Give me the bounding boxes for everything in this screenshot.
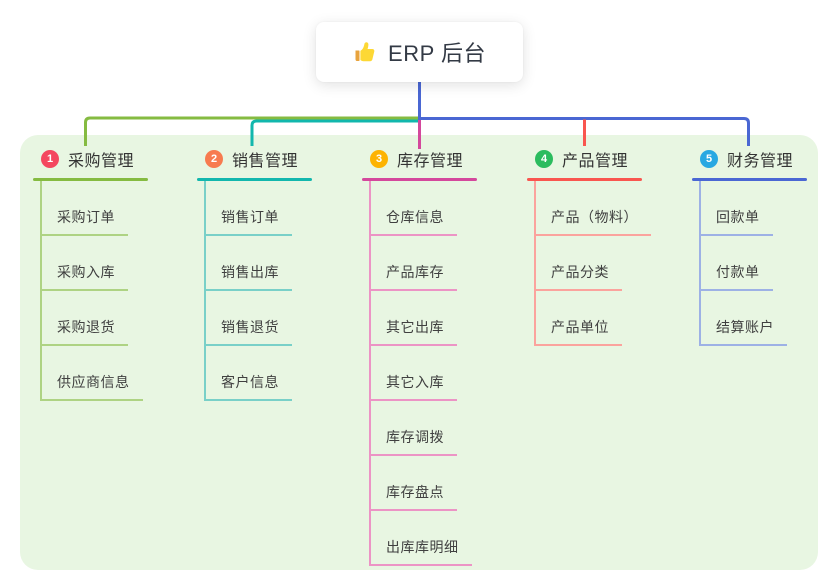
item-label: 销售订单 xyxy=(204,207,292,236)
mindmap-item[interactable]: 销售退货 xyxy=(204,291,361,346)
item-label: 采购退货 xyxy=(40,317,128,346)
mindmap-item[interactable]: 其它出库 xyxy=(369,291,526,346)
branch-column-sales: 2 销售管理 销售订单 销售出库 销售退货 客户信息 xyxy=(197,146,361,401)
branch-header-product[interactable]: 4 产品管理 xyxy=(527,146,691,172)
branch-trunk-line xyxy=(40,181,42,401)
root-label: ERP 后台 xyxy=(388,41,486,66)
branch-number-badge: 2 xyxy=(205,150,223,168)
mindmap-item[interactable]: 产品库存 xyxy=(369,236,526,291)
root-node[interactable]: ERP 后台 xyxy=(316,22,523,82)
mindmap-item[interactable]: 销售出库 xyxy=(204,236,361,291)
branch-number-badge: 4 xyxy=(535,150,553,168)
mindmap-item[interactable]: 客户信息 xyxy=(204,346,361,401)
mindmap-item[interactable]: 采购订单 xyxy=(40,181,197,236)
item-label: 库存调拨 xyxy=(369,427,457,456)
branch-label: 销售管理 xyxy=(232,153,299,170)
item-label: 销售退货 xyxy=(204,317,292,346)
branch-header-finance[interactable]: 5 财务管理 xyxy=(692,146,839,172)
mindmap-item[interactable]: 结算账户 xyxy=(699,291,839,346)
branch-label: 库存管理 xyxy=(397,153,464,170)
branch-items: 采购订单 采购入库 采购退货 供应商信息 xyxy=(40,181,197,401)
branches-panel xyxy=(20,135,818,570)
mindmap-item[interactable]: 产品单位 xyxy=(534,291,691,346)
branch-column-inventory: 3 库存管理 仓库信息 产品库存 其它出库 其它入库 库存调拨 库存盘点 出库库… xyxy=(362,146,526,566)
branch-items: 仓库信息 产品库存 其它出库 其它入库 库存调拨 库存盘点 出库库明细 xyxy=(369,181,526,566)
item-label: 其它出库 xyxy=(369,317,457,346)
item-label: 出库库明细 xyxy=(369,537,472,566)
item-label: 采购入库 xyxy=(40,262,128,291)
branch-trunk-line xyxy=(204,181,206,401)
branch-header-inventory[interactable]: 3 库存管理 xyxy=(362,146,526,172)
mindmap-item[interactable]: 销售订单 xyxy=(204,181,361,236)
item-label: 仓库信息 xyxy=(369,207,457,236)
mindmap-item[interactable]: 付款单 xyxy=(699,236,839,291)
branch-header-sales[interactable]: 2 销售管理 xyxy=(197,146,361,172)
branch-items: 产品（物料） 产品分类 产品单位 xyxy=(534,181,691,346)
mindmap-item[interactable]: 其它入库 xyxy=(369,346,526,401)
mindmap-item[interactable]: 仓库信息 xyxy=(369,181,526,236)
thumbs-up-icon xyxy=(353,40,377,64)
mindmap-item[interactable]: 出库库明细 xyxy=(369,511,526,566)
item-label: 供应商信息 xyxy=(40,372,143,401)
branch-label: 财务管理 xyxy=(727,153,794,170)
branch-column-product: 4 产品管理 产品（物料） 产品分类 产品单位 xyxy=(527,146,691,346)
mindmap-item[interactable]: 回款单 xyxy=(699,181,839,236)
item-label: 采购订单 xyxy=(40,207,128,236)
item-label: 产品（物料） xyxy=(534,207,651,236)
branch-trunk-line xyxy=(699,181,701,346)
item-label: 客户信息 xyxy=(204,372,292,401)
item-label: 付款单 xyxy=(699,262,773,291)
branch-header-purchase[interactable]: 1 采购管理 xyxy=(33,146,197,172)
branch-items: 销售订单 销售出库 销售退货 客户信息 xyxy=(204,181,361,401)
branch-number-badge: 3 xyxy=(370,150,388,168)
mindmap-item[interactable]: 供应商信息 xyxy=(40,346,197,401)
branch-items: 回款单 付款单 结算账户 xyxy=(699,181,839,346)
branch-label: 采购管理 xyxy=(68,153,135,170)
mindmap-item[interactable]: 库存盘点 xyxy=(369,456,526,511)
item-label: 结算账户 xyxy=(699,317,787,346)
branch-label: 产品管理 xyxy=(562,153,629,170)
mindmap-item[interactable]: 产品分类 xyxy=(534,236,691,291)
branch-number-badge: 5 xyxy=(700,150,718,168)
item-label: 产品分类 xyxy=(534,262,622,291)
branch-column-finance: 5 财务管理 回款单 付款单 结算账户 xyxy=(692,146,839,346)
item-label: 其它入库 xyxy=(369,372,457,401)
item-label: 库存盘点 xyxy=(369,482,457,511)
branch-trunk-line xyxy=(534,181,536,346)
branch-column-purchase: 1 采购管理 采购订单 采购入库 采购退货 供应商信息 xyxy=(33,146,197,401)
item-label: 产品库存 xyxy=(369,262,457,291)
mindmap-item[interactable]: 库存调拨 xyxy=(369,401,526,456)
item-label: 回款单 xyxy=(699,207,773,236)
branch-number-badge: 1 xyxy=(41,150,59,168)
branch-underline xyxy=(692,178,807,181)
branch-underline xyxy=(197,178,312,181)
branch-underline xyxy=(33,178,148,181)
mindmap-item[interactable]: 采购入库 xyxy=(40,236,197,291)
item-label: 销售出库 xyxy=(204,262,292,291)
branch-trunk-line xyxy=(369,181,371,566)
branch-underline xyxy=(362,178,477,181)
branch-underline xyxy=(527,178,642,181)
mindmap-item[interactable]: 采购退货 xyxy=(40,291,197,346)
item-label: 产品单位 xyxy=(534,317,622,346)
mindmap-item[interactable]: 产品（物料） xyxy=(534,181,691,236)
